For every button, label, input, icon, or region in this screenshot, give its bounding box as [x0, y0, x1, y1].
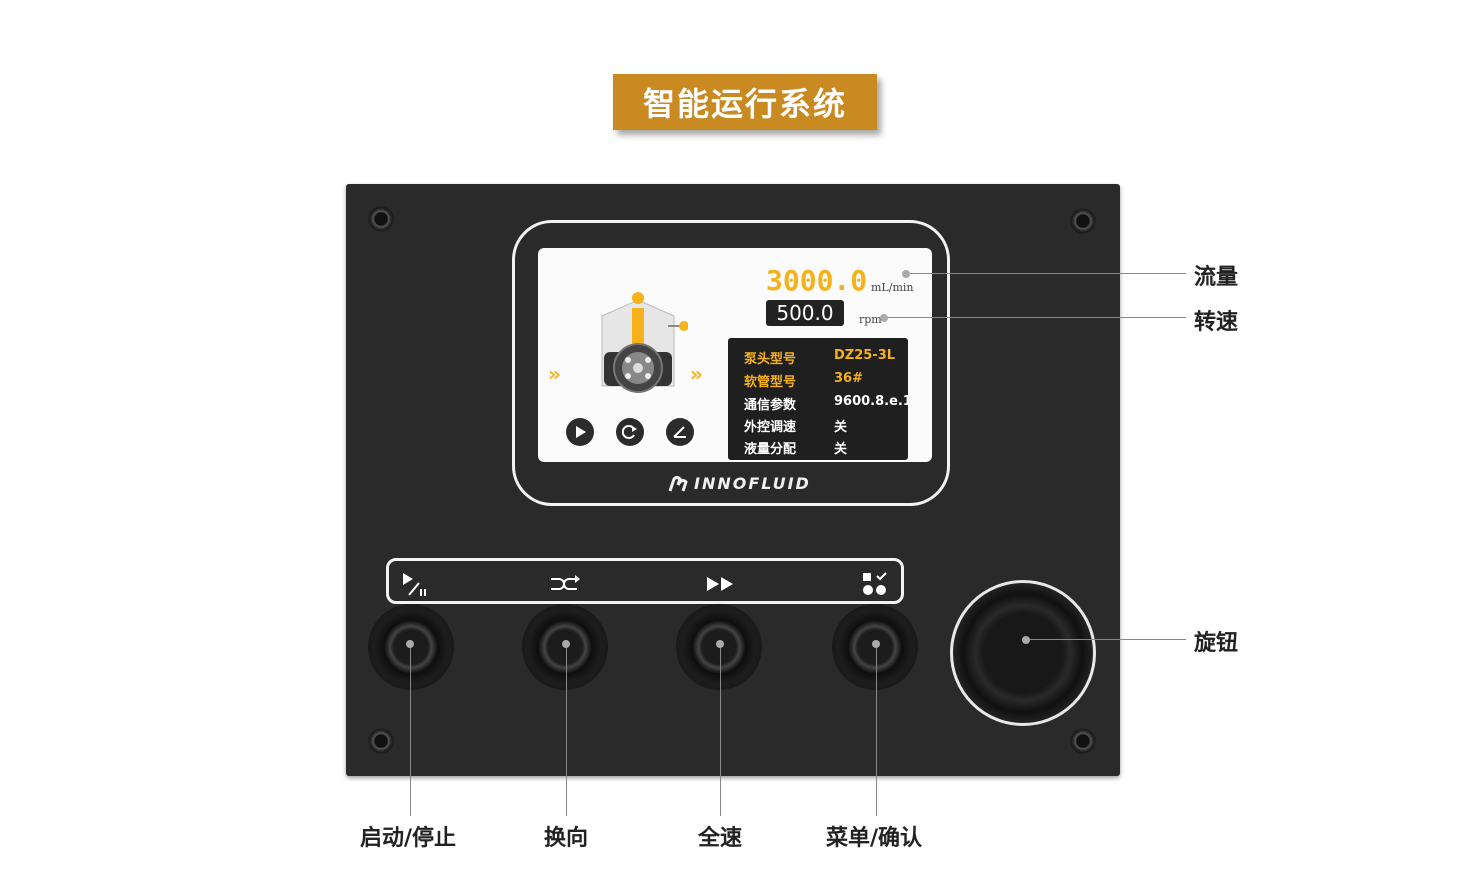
callout-line	[910, 273, 1186, 274]
brand-logo: INNOFLUID	[668, 474, 811, 493]
reverse-icon	[616, 418, 644, 446]
info-row-comm: 通信参数 9600.8.e.1	[744, 394, 912, 413]
callout-line	[410, 648, 411, 816]
angle-icon	[666, 418, 694, 446]
flow-in-chevron-icon: »	[548, 362, 561, 386]
callout-speed: 转速	[1194, 310, 1239, 335]
callout-dot	[1022, 636, 1030, 644]
callout-line	[876, 648, 877, 816]
callout-line	[888, 317, 1186, 318]
rpm-unit: rpm	[859, 313, 882, 326]
callout-start-stop: 启动/停止	[360, 826, 457, 851]
callout-line	[1030, 639, 1186, 640]
callout-menu-confirm: 菜单/确认	[826, 826, 923, 851]
info-row-pump-head: 泵头型号 DZ25-3L	[744, 348, 896, 367]
screen-bezel	[512, 220, 950, 506]
callout-line	[720, 648, 721, 816]
flow-unit: mL/min	[871, 281, 914, 294]
callout-dot	[562, 640, 570, 648]
flow-out-chevron-icon: »	[690, 362, 703, 386]
callout-full-speed: 全速	[698, 826, 743, 851]
play-pause-icon	[403, 573, 426, 596]
info-row-tube: 软管型号 36#	[744, 371, 863, 390]
callout-dot	[872, 640, 880, 648]
display-screen: » » 3000.0 mL/min 500.0 rpm 泵头型号 DZ25-3L…	[538, 248, 932, 462]
button-label-bar	[386, 558, 904, 604]
menu-icon	[863, 572, 887, 595]
callout-dot	[716, 640, 724, 648]
callout-reverse: 换向	[544, 826, 589, 851]
callout-flow: 流量	[1194, 265, 1239, 290]
fast-forward-icon	[707, 577, 733, 591]
callout-dot	[880, 314, 888, 322]
reverse-icon	[551, 575, 580, 590]
callout-dot	[902, 270, 910, 278]
callout-line	[566, 648, 567, 816]
rotary-knob[interactable]	[950, 580, 1096, 726]
rpm-value: 500.0	[766, 300, 844, 326]
info-panel: 泵头型号 DZ25-3L 软管型号 36# 通信参数 9600.8.e.1 外控…	[728, 338, 912, 460]
pump-head-icon	[601, 292, 688, 393]
info-row-dispense: 液量分配 关	[744, 442, 848, 457]
screw-icon	[1070, 728, 1096, 754]
page-title: 智能运行系统	[613, 74, 877, 130]
callout-knob: 旋钮	[1194, 631, 1239, 656]
screw-icon	[1070, 208, 1096, 234]
screw-icon	[368, 206, 394, 232]
screw-icon	[368, 728, 394, 754]
info-row-ext-speed: 外控调速 关	[744, 420, 848, 435]
flow-value: 3000.0	[766, 264, 868, 297]
play-icon	[566, 418, 594, 446]
pump-control-panel: » » 3000.0 mL/min 500.0 rpm 泵头型号 DZ25-3L…	[346, 184, 1120, 776]
brand-mark-icon	[668, 475, 688, 491]
callout-dot	[406, 640, 414, 648]
